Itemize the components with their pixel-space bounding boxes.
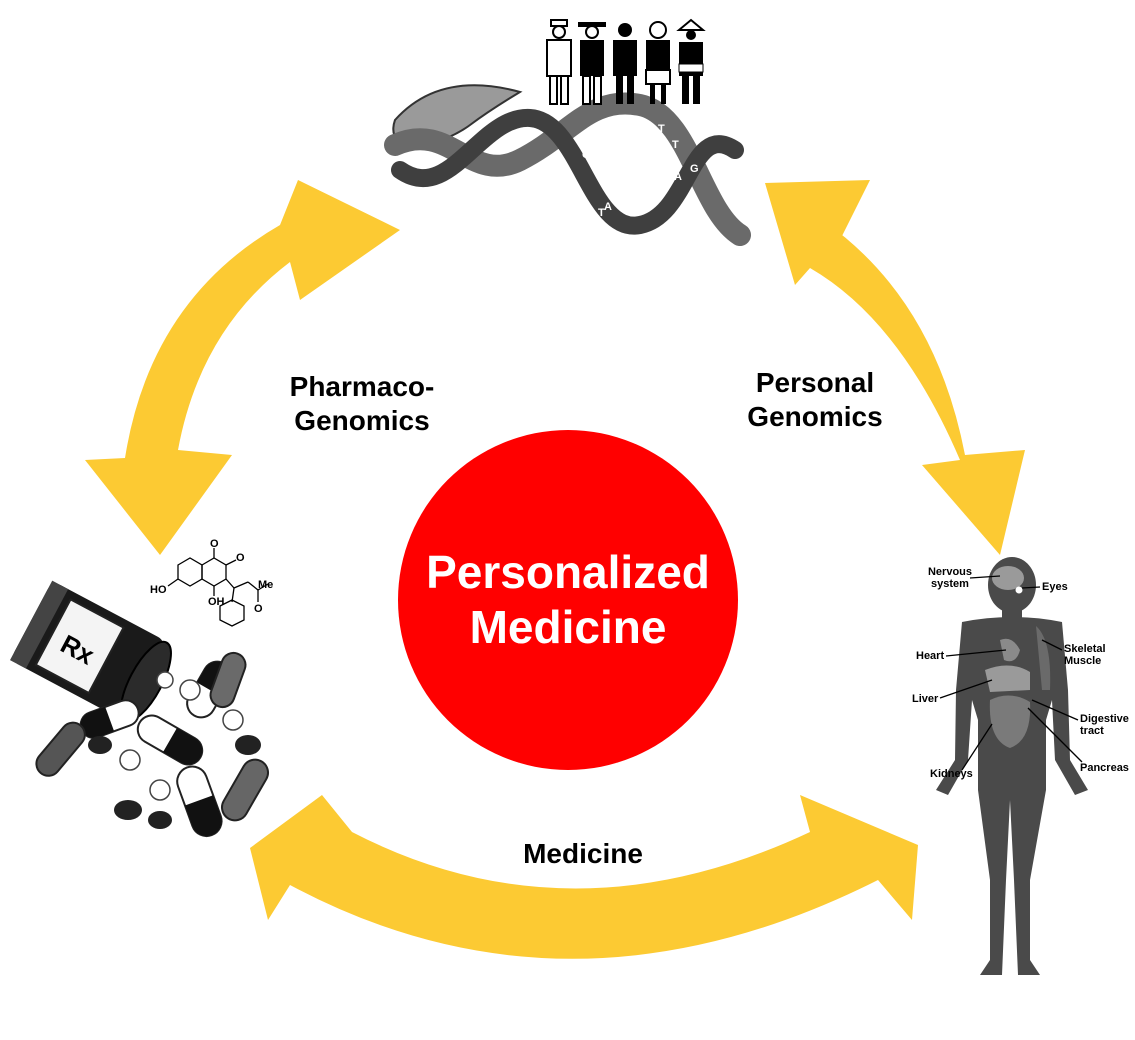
brain-shape: [992, 566, 1024, 590]
cycle-arrows: [85, 180, 1025, 959]
dna-base-letter: A: [674, 171, 682, 183]
person-icon: [676, 18, 706, 104]
label-pharmacogenomics-line2: Genomics: [294, 405, 430, 437]
tablet: [119, 749, 141, 771]
center-title-line2: Medicine: [469, 601, 667, 653]
label-medicine: Medicine: [523, 838, 643, 869]
label-pharmacogenomics: Pharmaco- Genomics: [262, 370, 462, 438]
label-personal-genomics: Personal Genomics: [715, 366, 915, 434]
rx-bottle: Rx: [10, 580, 172, 722]
eye-shape: [1015, 586, 1023, 594]
dna-base-letter: T: [596, 123, 603, 135]
dna-base-letter: A: [604, 201, 612, 213]
molecule-atom: O: [236, 552, 245, 564]
organ-label-digestive-line1: Digestive: [1080, 713, 1129, 725]
helix-strand-2: [391, 109, 744, 235]
organ-label-pancreas: Pancreas: [1080, 762, 1129, 774]
intestine-shape: [989, 695, 1031, 748]
arrow-personal-genomics: [765, 180, 1025, 555]
dna-base-letter: G: [620, 171, 629, 183]
tablet: [114, 800, 142, 820]
dna-base-letter: T: [658, 123, 665, 135]
liver-shape: [985, 665, 1030, 692]
organ-label-kidneys: Kidneys: [930, 768, 973, 780]
dna-base-letter: A: [628, 141, 636, 153]
dna-base-letter: T: [598, 207, 605, 219]
organ-label-heart: Heart: [916, 650, 945, 662]
capsule: [176, 765, 223, 838]
dna-base-letter: A: [598, 167, 606, 179]
tablet: [149, 779, 171, 801]
organ-label-skeletal-line1: Skeletal: [1064, 643, 1106, 655]
molecule-atom: HO: [150, 584, 167, 596]
human-body-illustration: [936, 557, 1088, 975]
label-pharmacogenomics-line1: Pharmaco-: [289, 371, 435, 402]
capsule: [136, 714, 204, 766]
body-leader-lines: [939, 575, 1083, 771]
center-circle: Personalized Medicine: [398, 430, 738, 770]
molecule-structure: [167, 548, 269, 627]
molecule-atom: OH: [208, 596, 225, 608]
arrow-medicine: [250, 795, 918, 959]
dna-base-letter: T: [610, 189, 617, 201]
capsule: [221, 758, 269, 822]
pills-illustration: Rx: [10, 580, 269, 838]
people-silhouettes: [546, 18, 706, 105]
person-icon: [546, 19, 572, 105]
organ-label-liver: Liver: [912, 693, 939, 705]
molecule-atom: Me: [258, 579, 273, 591]
tablet: [222, 709, 244, 731]
organ-label-digestive-line2: tract: [1080, 725, 1104, 738]
organ-label-nervous: Nervous system: [925, 566, 975, 590]
molecule-atom: O: [254, 603, 263, 615]
heart-shape: [1000, 638, 1020, 662]
capsule: [79, 699, 140, 739]
organ-label-nervous-line1: Nervous: [927, 566, 973, 578]
dna-base-letter: T: [672, 139, 679, 151]
arrow-pharmacogenomics: [85, 180, 400, 555]
organ-label-skeletal: Skeletal Muscle: [1064, 643, 1106, 667]
dna-base-letter: C: [582, 149, 590, 161]
organ-label-eyes: Eyes: [1042, 581, 1068, 593]
person-icon: [613, 23, 637, 104]
dna-base-letter: C: [688, 199, 696, 211]
label-personal-genomics-line2: Genomics: [747, 401, 883, 433]
dna-base-letter: A: [640, 149, 648, 161]
tablet: [88, 736, 112, 754]
capsule: [209, 651, 247, 709]
center-title-line1: Personalized: [426, 545, 710, 598]
person-icon: [578, 22, 606, 105]
person-icon: [645, 21, 671, 104]
label-personal-genomics-line1: Personal: [755, 367, 875, 398]
muscle-shape: [1036, 626, 1051, 690]
dna-base-letter: G: [690, 163, 699, 175]
tablet: [148, 811, 172, 829]
capsule: [35, 721, 86, 777]
tablet: [179, 679, 201, 701]
organ-label-nervous-line2: system: [931, 578, 969, 591]
organ-label-skeletal-line2: Muscle: [1064, 655, 1102, 668]
molecule-atom: O: [210, 538, 219, 550]
tablet: [156, 671, 174, 689]
organ-label-digestive: Digestive tract: [1080, 713, 1129, 737]
tablet: [235, 735, 261, 755]
